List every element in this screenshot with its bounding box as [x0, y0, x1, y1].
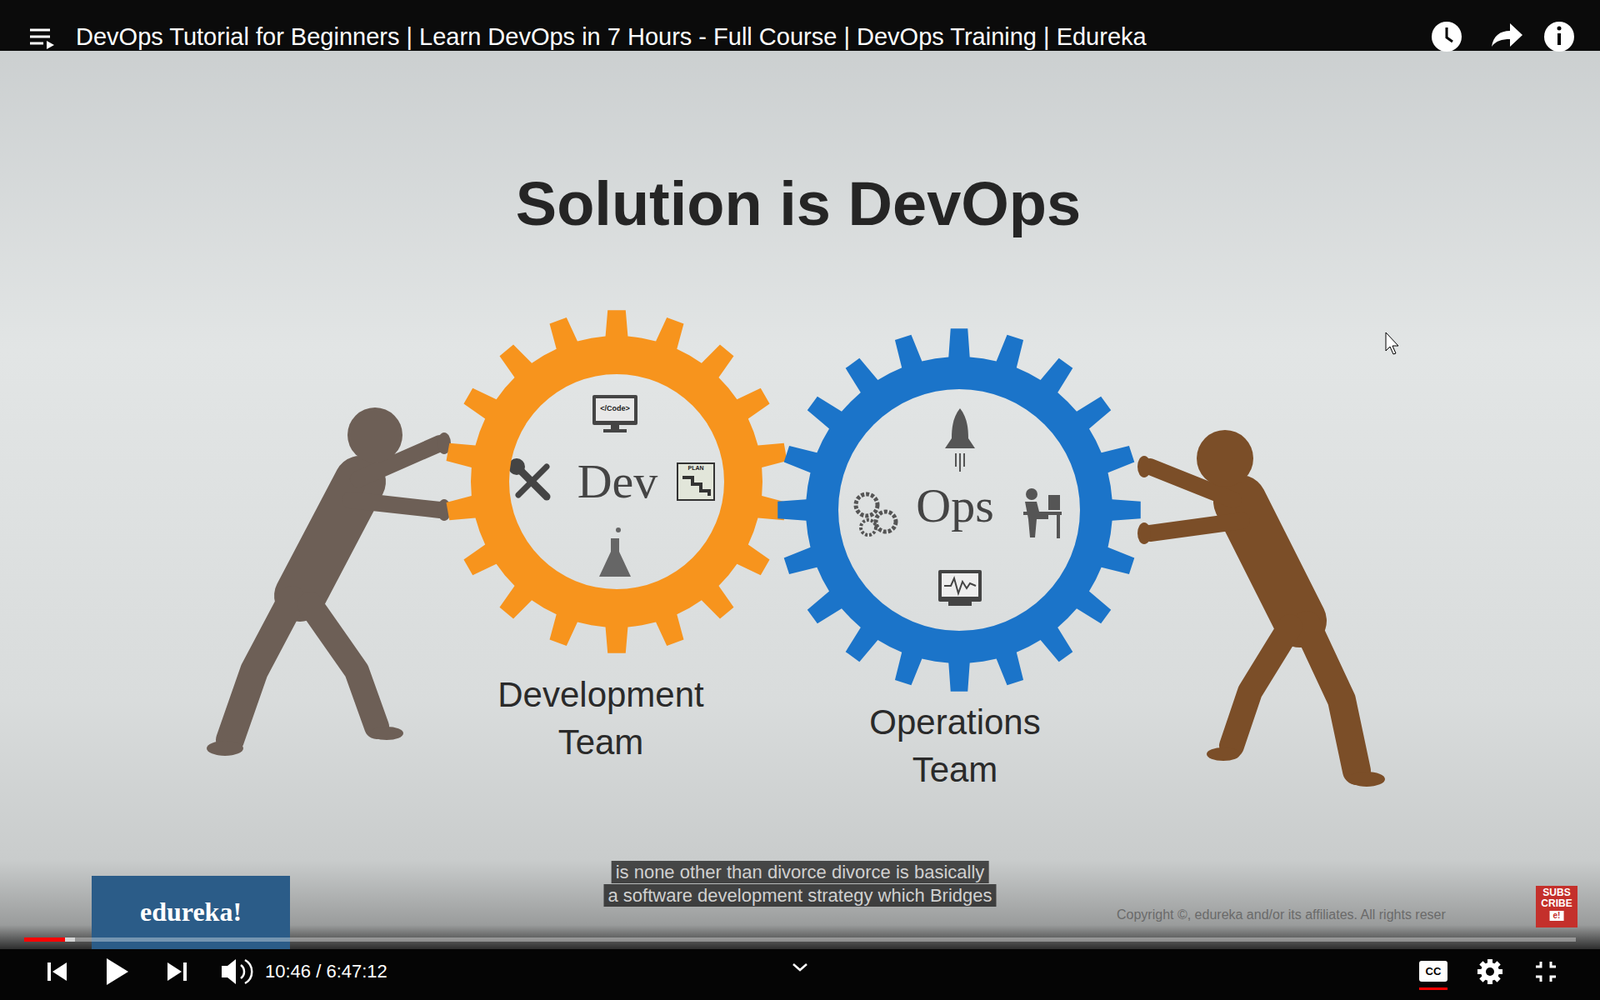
control-bar — [0, 949, 1600, 1000]
next-bar — [183, 962, 187, 981]
top-bar — [0, 0, 1600, 51]
subscribe-button — [1535, 885, 1578, 928]
person-head — [1025, 488, 1038, 500]
cc-button — [1419, 960, 1448, 982]
head — [1196, 430, 1254, 487]
menu-line — [30, 42, 44, 45]
gear-ring — [777, 328, 1141, 692]
video-title: DevOps Tutorial for Beginners | Learn De… — [75, 21, 1147, 52]
gear-label: Dev — [577, 454, 659, 510]
left-person — [230, 443, 440, 740]
fullscreen-exit-icon — [1535, 961, 1556, 982]
person-body — [1025, 501, 1049, 538]
monitor-graph — [944, 578, 976, 594]
mouse-cursor — [1385, 332, 1399, 355]
chevron-icon — [793, 964, 807, 970]
hand — [1137, 455, 1151, 478]
plan-icon — [677, 463, 715, 500]
hand — [1137, 522, 1151, 545]
desk-monitor — [1048, 495, 1060, 510]
leg — [230, 600, 292, 740]
rocket-icon — [945, 408, 975, 449]
leg — [1306, 625, 1357, 771]
caption-line: is none other than divorce divorce is ba… — [611, 860, 990, 884]
desk — [1023, 511, 1062, 515]
monitor-icon — [938, 570, 982, 602]
monitor-stand — [610, 425, 620, 430]
plan-steps — [682, 477, 710, 496]
monitor-icon — [592, 395, 638, 425]
desk-leg — [1056, 515, 1060, 539]
cc-text: CC — [1425, 964, 1442, 979]
info-stem — [1557, 33, 1561, 45]
gear-ring — [446, 310, 788, 653]
rocket-exhaust — [955, 453, 965, 472]
settings-hole — [1485, 967, 1495, 976]
plan-text: PLAN — [687, 464, 704, 472]
ops-gear: OpsOperations Team — [777, 328, 1141, 794]
prev-bar — [47, 962, 51, 981]
team-label: Development Team — [475, 670, 726, 766]
copyright-note: Copyright ©, edureka and/or its affiliat… — [1116, 906, 1446, 924]
small-gear — [855, 494, 878, 516]
info-icon — [1544, 21, 1575, 52]
progress-buffer — [24, 937, 75, 942]
volume-wave — [240, 960, 252, 984]
arm — [1150, 520, 1242, 534]
subscribe-logo: e! — [1550, 910, 1565, 921]
progress-played — [24, 937, 65, 942]
foot — [1348, 771, 1385, 787]
leg — [310, 604, 377, 727]
clock-hands — [1446, 27, 1453, 42]
leg — [1231, 626, 1290, 746]
monitor-base — [603, 429, 627, 433]
small-gear — [875, 511, 896, 532]
cc-underline — [1419, 987, 1448, 990]
flask-icon — [599, 538, 631, 577]
playlist-play — [46, 40, 55, 50]
info-dot — [1557, 26, 1562, 31]
menu-line — [30, 29, 50, 32]
foot — [370, 726, 404, 740]
right-person — [1150, 466, 1357, 771]
clock-icon — [1431, 21, 1462, 52]
monitor-screen — [941, 573, 979, 597]
volume-icon — [221, 959, 236, 985]
play-button — [106, 958, 129, 985]
monitor-screen — [595, 398, 635, 421]
settings-icon — [1477, 959, 1503, 985]
head — [347, 407, 403, 463]
arm — [350, 500, 440, 510]
gears-icon — [855, 494, 896, 535]
menu-line — [30, 35, 50, 39]
foot — [206, 740, 244, 756]
team-label: Operations Team — [830, 698, 1080, 794]
logo-text: edureka! — [140, 895, 242, 928]
small-gear — [860, 520, 876, 535]
next-button — [167, 962, 182, 981]
foot — [1206, 747, 1240, 761]
flask-bubble — [615, 527, 621, 533]
time-display: 10:46 / 6:47:12 — [265, 960, 388, 984]
subscribe-text: SUBS CRIBE — [1537, 887, 1576, 910]
gear-label: Ops — [915, 478, 994, 535]
monitor-base — [948, 601, 972, 606]
share-icon — [1491, 23, 1523, 47]
prev-button — [52, 962, 67, 981]
caption-line: a software development strategy which Br… — [603, 884, 996, 907]
dev-gear: DevDevelopment Team — [445, 310, 789, 766]
slide-title: Solution is DevOps — [515, 167, 1081, 241]
code-text: </Code> — [600, 404, 630, 414]
progress-track — [24, 937, 1576, 942]
settings-tooth — [1479, 960, 1500, 982]
